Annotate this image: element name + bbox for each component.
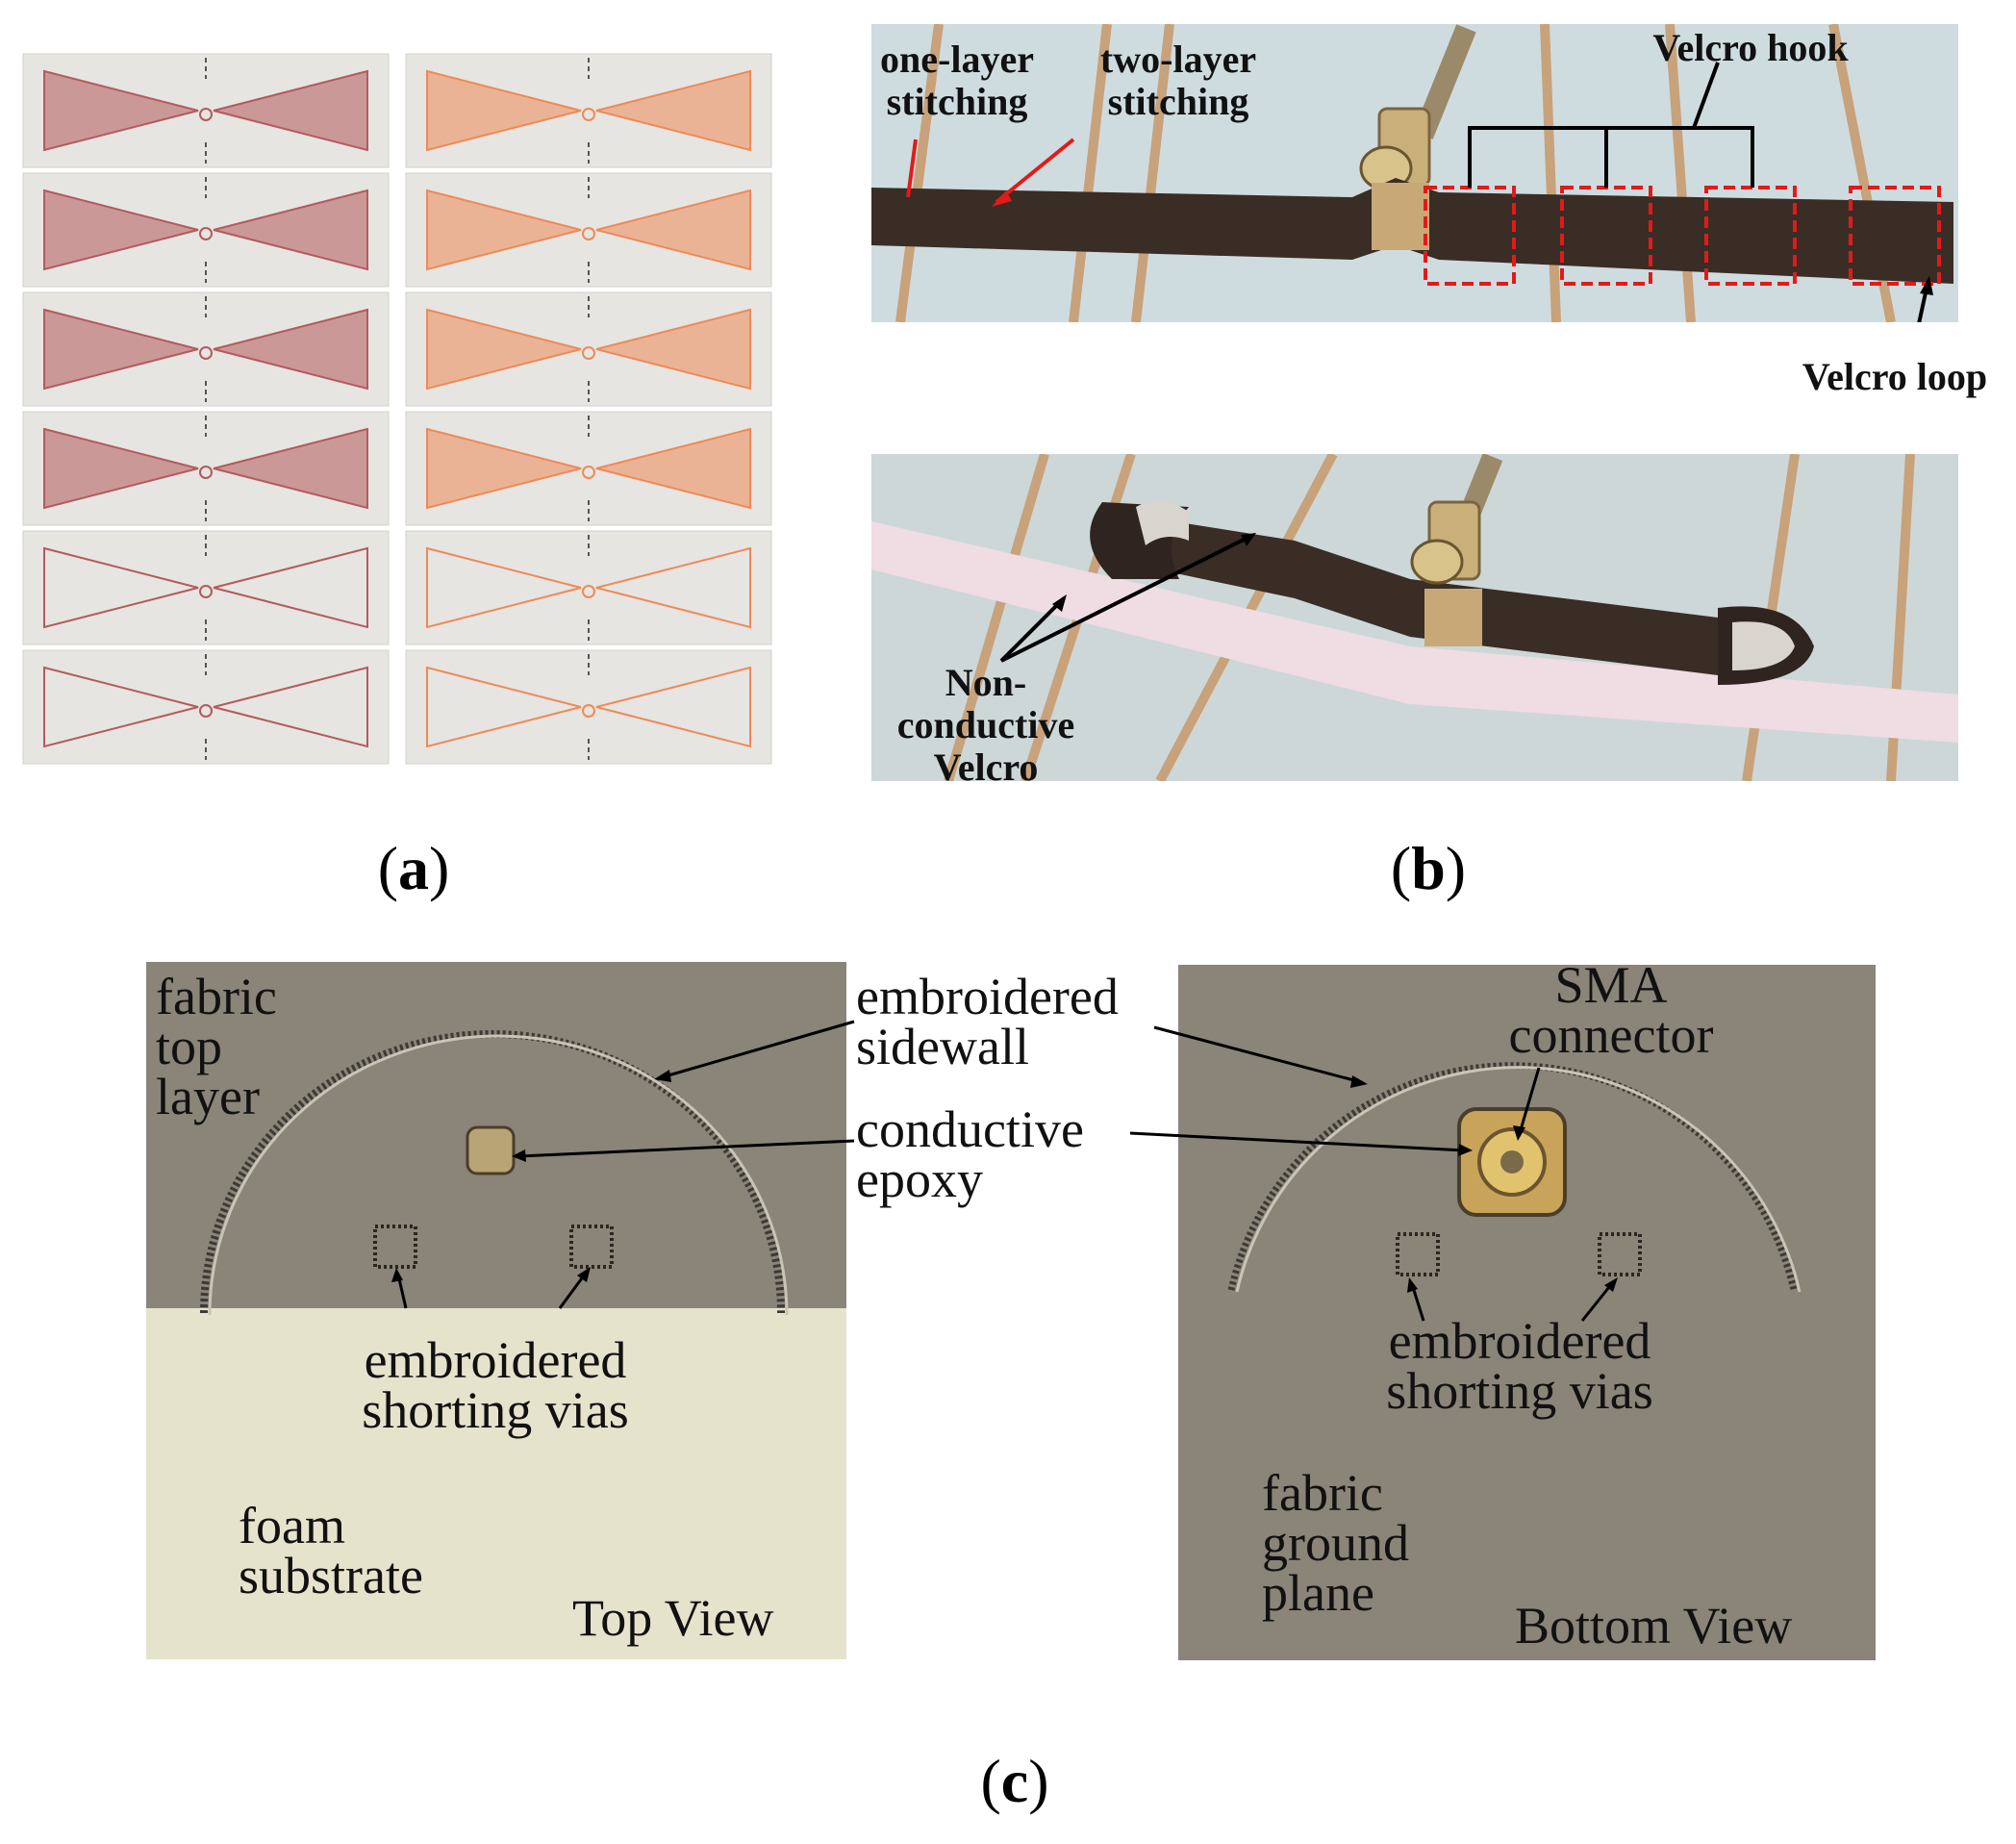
velcro-antenna-folded-photo — [871, 454, 1958, 781]
fabric-swatch — [22, 411, 390, 526]
panel-b-top-photo — [871, 24, 1958, 322]
bottom-view-shorting-vias-label: embroidered shorting vias — [1386, 1312, 1653, 1420]
one-layer-stitching-label: one-layer stitching — [880, 38, 1034, 123]
fabric-swatch — [405, 530, 772, 645]
non-conductive-velcro-label: Non-conductive Velcro — [896, 661, 1075, 789]
conductive-epoxy-label: conductive epoxy — [856, 1100, 1084, 1208]
velcro-loop-label: Velcro loop — [1802, 355, 1988, 398]
fabric-swatch — [22, 649, 390, 765]
two-layer-stitching-label: two-layer stitching — [1099, 38, 1257, 123]
embroidered-sidewall-label: embroidered sidewall — [856, 968, 1119, 1075]
foam-substrate-label: foam substrate — [239, 1497, 423, 1604]
panel-c-top-view-photo — [146, 962, 846, 1659]
bottom-view-title: Bottom View — [1515, 1597, 1793, 1655]
panel-c-bottom-view-photo — [1178, 965, 1876, 1660]
fabric-ground-plane-label: fabric ground plane — [1262, 1464, 1409, 1622]
fabric-swatch — [405, 172, 772, 288]
fabric-swatch — [22, 172, 390, 288]
fabric-swatch — [405, 291, 772, 407]
fabric-swatch — [22, 530, 390, 645]
fabric-swatch — [405, 411, 772, 526]
fabric-swatch — [22, 291, 390, 407]
velcro-antenna-flat-photo — [871, 24, 1958, 322]
velcro-hook-label: Velcro hook — [1652, 26, 1849, 69]
antenna-top-view-photo — [146, 962, 846, 1659]
embroidered-bowtie-samples — [22, 53, 772, 765]
panel-a-label: (a) — [377, 834, 450, 902]
panel-a-photo — [19, 50, 779, 773]
fabric-top-layer-label: fabric top layer — [156, 968, 277, 1125]
panel-b-bottom-photo — [871, 454, 1958, 781]
panel-c-label: (c) — [980, 1747, 1049, 1815]
fabric-swatch — [405, 649, 772, 765]
top-view-title: Top View — [572, 1589, 774, 1647]
sma-connector-label: SMA connector — [1508, 956, 1714, 1064]
top-view-shorting-vias-label: embroidered shorting vias — [362, 1331, 629, 1439]
fabric-swatch — [22, 53, 390, 168]
fabric-swatch — [405, 53, 772, 168]
panel-b-label: (b) — [1390, 834, 1467, 902]
antenna-bottom-view-photo — [1178, 965, 1876, 1660]
